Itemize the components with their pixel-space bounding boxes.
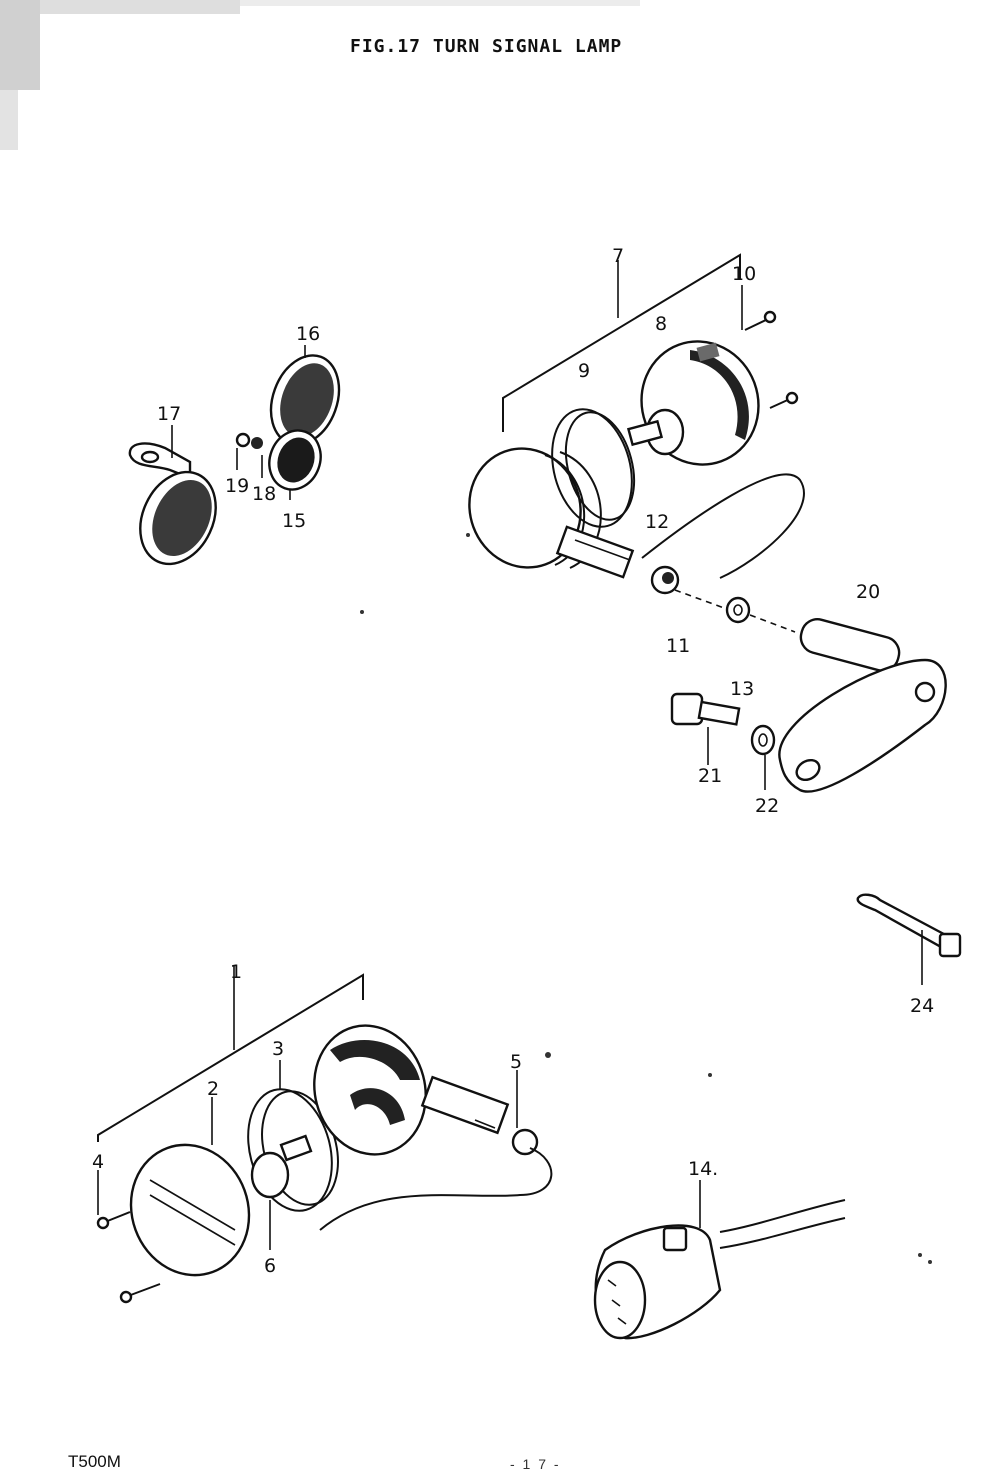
callout-14: 14.	[688, 1158, 718, 1180]
callout-7: 7	[612, 245, 624, 267]
callout-6: 6	[264, 1255, 276, 1277]
callout-1: 1	[230, 961, 242, 983]
page-number: - 1 7 -	[510, 1456, 561, 1472]
nut-11	[650, 565, 736, 613]
callout-3: 3	[272, 1038, 284, 1060]
callout-15: 15	[282, 510, 306, 532]
callout-8: 8	[655, 313, 667, 335]
flasher-relay-14	[593, 1180, 846, 1340]
scan-specks	[360, 533, 932, 1264]
stud-and-wire-7	[555, 473, 805, 579]
model-code: T500M	[68, 1452, 121, 1471]
callout-5: 5	[510, 1051, 522, 1073]
part-24	[856, 893, 962, 985]
callout-18: 18	[252, 483, 276, 505]
callout-9: 9	[578, 360, 590, 382]
callout-4: 4	[92, 1151, 104, 1173]
callout-16: 16	[296, 323, 320, 345]
bolt-21	[670, 692, 741, 765]
callout-17: 17	[157, 403, 181, 425]
washer-13	[725, 596, 796, 633]
arm-20	[778, 618, 947, 793]
gasket-9	[551, 408, 636, 528]
callout-10: 10	[732, 263, 756, 285]
screw-10	[741, 285, 799, 409]
bracket-7	[502, 253, 741, 432]
callout-20: 20	[856, 581, 880, 603]
figure-title: FIG.17 TURN SIGNAL LAMP	[350, 36, 623, 57]
scan-noise	[0, 0, 640, 150]
reflector-16	[269, 345, 341, 446]
screw-4	[96, 1170, 161, 1304]
stud-and-wire-5	[319, 1070, 553, 1231]
housing-8	[640, 340, 760, 466]
washer-22	[750, 724, 776, 790]
callout-21: 21	[698, 765, 722, 787]
callout-24: 24	[910, 995, 934, 1017]
callout-22: 22	[755, 795, 779, 817]
housing-1	[313, 1024, 427, 1156]
callout-2: 2	[207, 1078, 219, 1100]
callout-11: 11	[666, 635, 690, 657]
bracket-1	[97, 965, 364, 1142]
reflector-17	[139, 470, 217, 566]
callout-19: 19	[225, 475, 249, 497]
bracket-17	[128, 425, 192, 480]
nut-18-19	[235, 432, 263, 478]
lens-2	[129, 1097, 251, 1277]
reflector-15	[268, 429, 322, 500]
callout-13: 13	[730, 678, 754, 700]
callout-12: 12	[645, 511, 669, 533]
bulb-12	[626, 408, 685, 456]
bulb-6	[250, 1134, 313, 1250]
